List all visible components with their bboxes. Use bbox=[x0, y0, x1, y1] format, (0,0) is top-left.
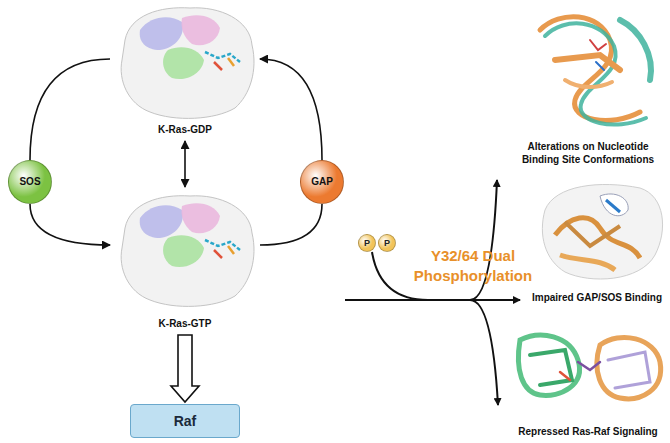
node-text: Alterations on Nucleotide Binding Site C… bbox=[510, 141, 666, 166]
process-label: Y32/64 Dual Phosphorylation bbox=[398, 246, 548, 285]
node-text: SOS bbox=[19, 177, 40, 187]
phosphate-circle: P bbox=[358, 234, 376, 252]
protein-surface bbox=[121, 8, 254, 119]
factor-circle: GAP bbox=[300, 160, 344, 204]
effector-box: Raf bbox=[130, 404, 240, 438]
complex-structure bbox=[542, 184, 662, 279]
phosphate-circle: P bbox=[378, 234, 396, 252]
branching-arrow bbox=[345, 180, 520, 405]
outcome-panel: Alterations on Nucleotide Binding Site C… bbox=[508, 2, 668, 168]
node-text: Impaired GAP/SOS Binding bbox=[528, 292, 666, 305]
factor-circle: SOS bbox=[8, 160, 52, 204]
node-text: P bbox=[364, 239, 370, 248]
node-text: K-Ras-GTP bbox=[112, 318, 258, 331]
cycle-connector bbox=[260, 59, 322, 160]
outcome-panel: Impaired GAP/SOS Binding bbox=[526, 176, 668, 306]
cycle-connector bbox=[30, 204, 110, 245]
ras-raf-complex bbox=[518, 335, 660, 399]
node-text: K-Ras-GDP bbox=[112, 124, 258, 137]
protein-surface bbox=[121, 196, 254, 307]
cycle-connector bbox=[30, 59, 110, 160]
cycle-connector bbox=[171, 335, 199, 402]
outcome-panel: Repressed Ras-Raf Signaling bbox=[508, 318, 668, 440]
ribbon-overlay bbox=[540, 17, 651, 125]
protein-state: K-Ras-GTP bbox=[110, 190, 260, 332]
node-text: Raf bbox=[174, 413, 197, 429]
node-text: GAP bbox=[311, 177, 333, 187]
node-text: Repressed Ras-Raf Signaling bbox=[510, 426, 666, 439]
protein-state: K-Ras-GDP bbox=[110, 4, 260, 138]
cycle-connector bbox=[184, 141, 186, 187]
node-text: P bbox=[384, 239, 390, 248]
cycle-connector bbox=[260, 204, 322, 245]
